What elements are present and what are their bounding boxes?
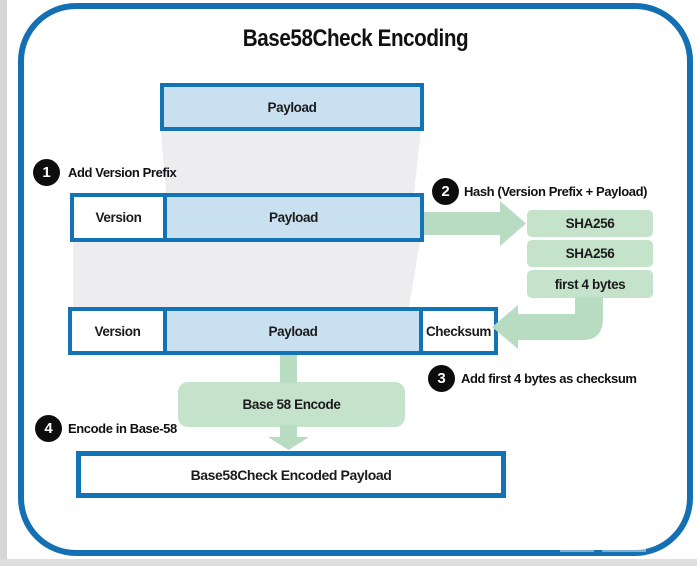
payload-box-label: Payload	[267, 99, 317, 115]
screenshot-edge-bottom	[0, 559, 697, 566]
sha256-box-1-label: SHA256	[565, 216, 615, 231]
watermark-patch	[560, 544, 594, 552]
first-4-bytes-box-label: first 4 bytes	[554, 276, 626, 292]
version-cell: Version	[74, 197, 163, 238]
step-1-badge: 1	[33, 159, 60, 186]
version-payload-row: Version Payload	[70, 193, 424, 242]
step-2-badge: 2	[432, 178, 459, 205]
sha256-box-2: SHA256	[527, 240, 653, 267]
step-4-label: Encode in Base-58	[68, 421, 177, 436]
step-1-number: 1	[42, 164, 51, 181]
sha256-box-2-label: SHA256	[565, 246, 615, 261]
base58-encode-box: Base 58 Encode	[178, 382, 405, 427]
version-cell-label: Version	[95, 210, 142, 225]
watermark-patch	[602, 544, 646, 552]
payload-cell-2: Payload	[163, 311, 419, 351]
result-box-label: Base58Check Encoded Payload	[190, 466, 392, 483]
sha256-box-1: SHA256	[527, 210, 653, 237]
screenshot-edge-left	[0, 0, 7, 566]
step-4-number: 4	[44, 420, 53, 437]
checksum-cell-label: Checksum	[425, 323, 492, 339]
step-3-number: 3	[437, 370, 446, 387]
payload-cell: Payload	[163, 197, 420, 238]
version-cell-2: Version	[72, 311, 163, 351]
base58-encode-box-label: Base 58 Encode	[242, 397, 341, 412]
result-box: Base58Check Encoded Payload	[76, 451, 506, 498]
checksum-cell: Checksum	[419, 311, 494, 351]
payload-box: Payload	[160, 83, 424, 131]
step-2-number: 2	[441, 183, 450, 200]
step-1-label: Add Version Prefix	[68, 165, 177, 180]
outer-frame	[18, 3, 693, 556]
first-4-bytes-box: first 4 bytes	[527, 270, 653, 298]
step-3-badge: 3	[428, 365, 455, 392]
version-cell-2-label: Version	[94, 323, 141, 339]
step-4-badge: 4	[35, 415, 62, 442]
page-title: Base58Check Encoding	[242, 25, 469, 52]
payload-cell-label: Payload	[269, 210, 318, 225]
payload-cell-2-label: Payload	[268, 323, 318, 339]
step-3-label: Add first 4 bytes as checksum	[461, 371, 637, 386]
version-payload-checksum-row: Version Payload Checksum	[68, 307, 498, 355]
step-2-label: Hash (Version Prefix + Payload)	[464, 184, 648, 199]
